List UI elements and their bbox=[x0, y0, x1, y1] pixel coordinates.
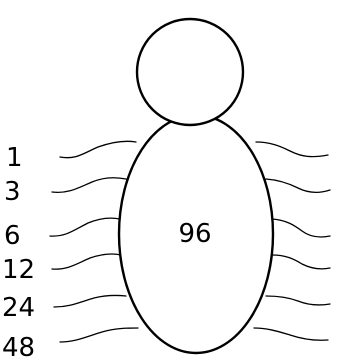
leg-label-6: 48 bbox=[2, 333, 35, 360]
leg-label-2: 3 bbox=[4, 177, 21, 207]
right-leg-4 bbox=[272, 255, 330, 269]
right-leg-3 bbox=[272, 219, 330, 237]
left-leg-2 bbox=[52, 178, 126, 193]
right-leg-5 bbox=[266, 296, 330, 305]
body-value-label: 96 bbox=[178, 219, 211, 249]
leg-label-3: 6 bbox=[4, 221, 21, 251]
right-leg-1 bbox=[256, 142, 328, 157]
left-leg-1 bbox=[60, 141, 136, 157]
left-leg-3 bbox=[50, 218, 120, 236]
leg-label-5: 24 bbox=[2, 293, 35, 323]
left-leg-5 bbox=[54, 295, 126, 307]
right-leg-6 bbox=[254, 328, 328, 340]
leg-label-1: 1 bbox=[6, 143, 23, 173]
leg-label-4: 12 bbox=[2, 255, 35, 285]
right-leg-2 bbox=[266, 179, 330, 192]
left-leg-4 bbox=[52, 254, 121, 269]
bug-head bbox=[137, 19, 243, 125]
left-leg-6 bbox=[60, 328, 138, 342]
